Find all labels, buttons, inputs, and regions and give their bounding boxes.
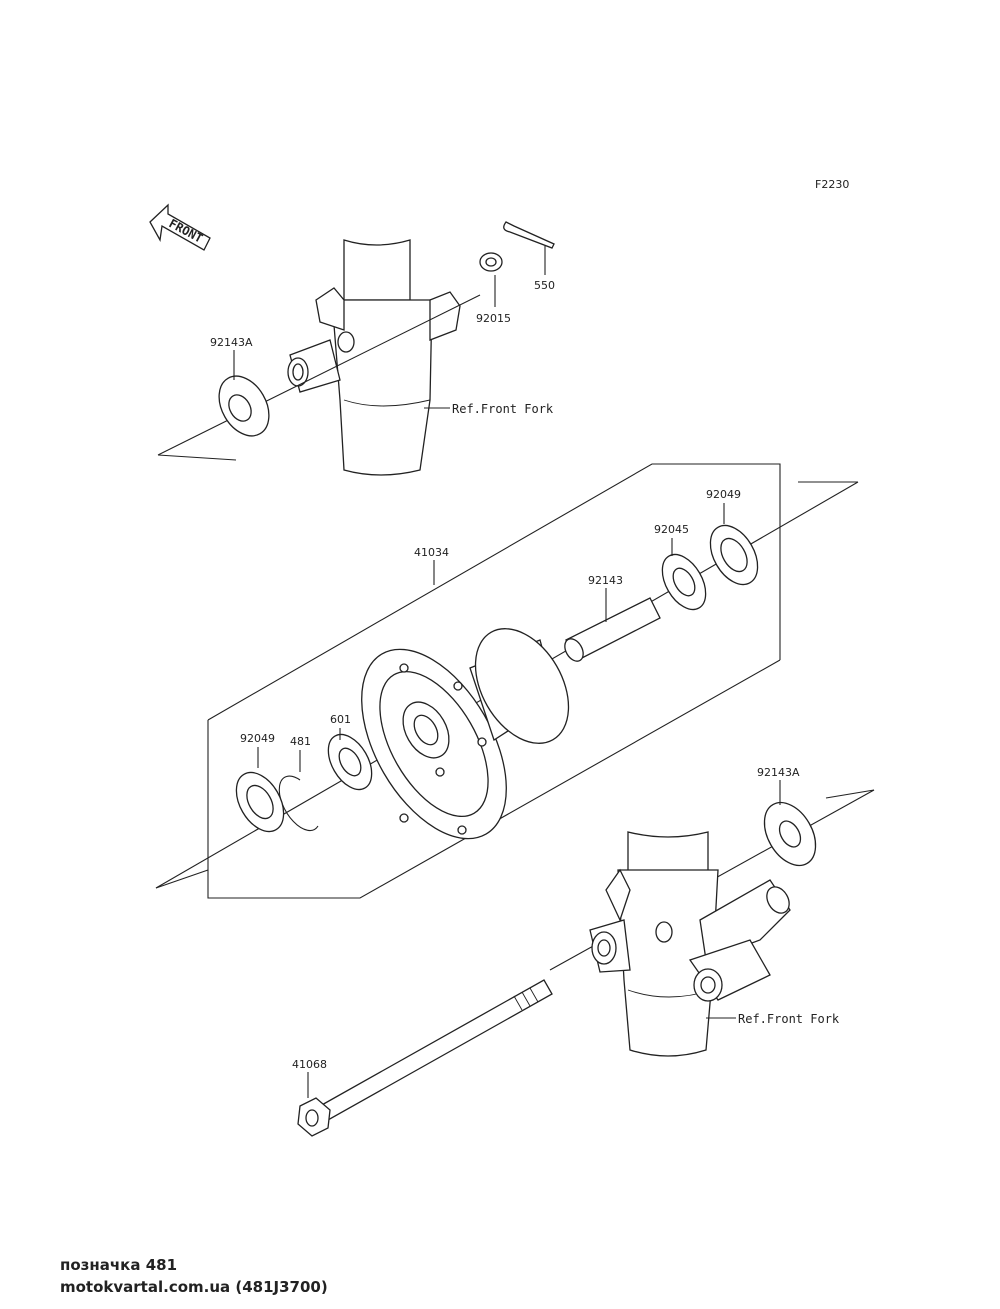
bearing-601 (327, 733, 373, 791)
front-arrow-icon: FRONT (149, 203, 211, 251)
ref-front-fork-bottom: Ref.Front Fork (738, 1012, 840, 1026)
axle-41068 (297, 979, 553, 1137)
label-92015: 92015 (476, 312, 511, 325)
label-92045: 92045 (654, 523, 689, 536)
circlip-481 (278, 775, 319, 832)
ref-front-fork-top: Ref.Front Fork (452, 402, 554, 416)
top-fork-leg (287, 239, 461, 476)
label-92143: 92143 (588, 574, 623, 587)
collar-92143a-top (218, 375, 270, 437)
label-41034: 41034 (414, 546, 449, 559)
label-92143a-top: 92143A (210, 336, 253, 349)
label-92143a-bottom: 92143A (757, 766, 800, 779)
cotter-pin-550 (503, 221, 555, 249)
label-481: 481 (290, 735, 311, 748)
label-92049-right: 92049 (706, 488, 741, 501)
collar-92143a-bottom (763, 801, 817, 867)
bearing-92045 (661, 553, 707, 611)
front-label: FRONT (167, 216, 205, 245)
label-601: 601 (330, 713, 351, 726)
diagram-code: F2230 (815, 178, 849, 191)
footer-source: motokvartal.com.ua (481J3700) (60, 1278, 328, 1296)
footer-note: позначка 481 (60, 1256, 178, 1274)
spacer-92143 (564, 597, 661, 662)
seal-92049-left (235, 771, 285, 833)
label-41068: 41068 (292, 1058, 327, 1071)
nut-92015 (479, 252, 503, 272)
front-wheel-hub (361, 628, 570, 840)
label-550: 550 (534, 279, 555, 292)
bottom-fork-leg (589, 831, 791, 1057)
seal-92049-right (709, 524, 759, 586)
hub-bracket (207, 463, 781, 721)
label-92049-left: 92049 (240, 732, 275, 745)
